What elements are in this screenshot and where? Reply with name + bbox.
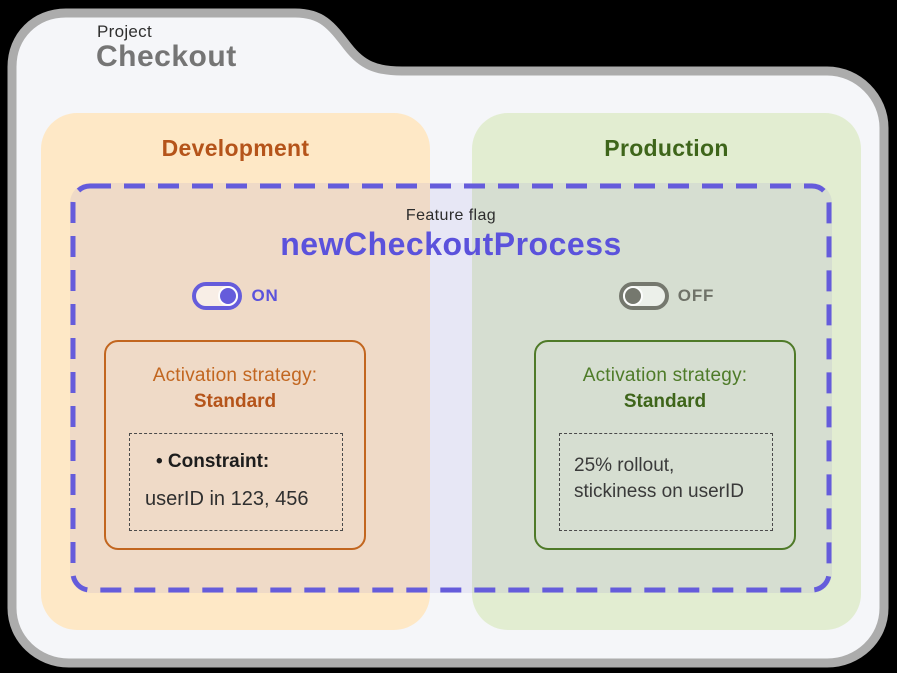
- feature-flag-name: newCheckoutProcess: [280, 226, 622, 262]
- strategy-heading: Activation strategy:: [582, 365, 748, 386]
- rollout-detail-line: stickiness on userID: [574, 481, 745, 502]
- toggle-knob: [624, 288, 641, 304]
- development-toggle-row: ON: [41, 281, 430, 311]
- strategy-type: Standard: [193, 391, 277, 412]
- development-strategy-card: Activation strategy: Standard • Constrai…: [104, 340, 366, 550]
- environment-development-title: Development: [161, 135, 310, 161]
- feature-flag-eyebrow-label: Feature flag: [405, 207, 497, 224]
- feature-flag-dashed-border: [70, 183, 832, 593]
- production-strategy-card: Activation strategy: Standard 25% rollou…: [534, 340, 796, 550]
- constraint-label: • Constraint:: [156, 451, 270, 472]
- rollout-detail-line: 25% rollout,: [574, 455, 675, 476]
- development-toggle-state-label: ON: [251, 286, 279, 305]
- development-constraint-box: • Constraint: userID in 123, 456: [129, 433, 343, 531]
- project-title: Checkout: [96, 40, 237, 73]
- production-toggle-row: OFF: [472, 281, 861, 311]
- strategy-heading: Activation strategy:: [152, 365, 318, 386]
- constraint-value: userID in 123, 456: [145, 488, 309, 510]
- project-eyebrow-label: Project: [97, 22, 153, 41]
- production-toggle-state-label: OFF: [677, 286, 715, 305]
- strategy-type: Standard: [623, 391, 707, 412]
- production-rollout-box: 25% rollout, stickiness on userID: [559, 433, 773, 531]
- feature-flag-region: [70, 183, 832, 593]
- environment-production-title: Production: [604, 135, 729, 161]
- production-toggle-switch[interactable]: [618, 282, 669, 310]
- toggle-knob: [220, 288, 237, 304]
- development-toggle-switch[interactable]: [192, 282, 243, 310]
